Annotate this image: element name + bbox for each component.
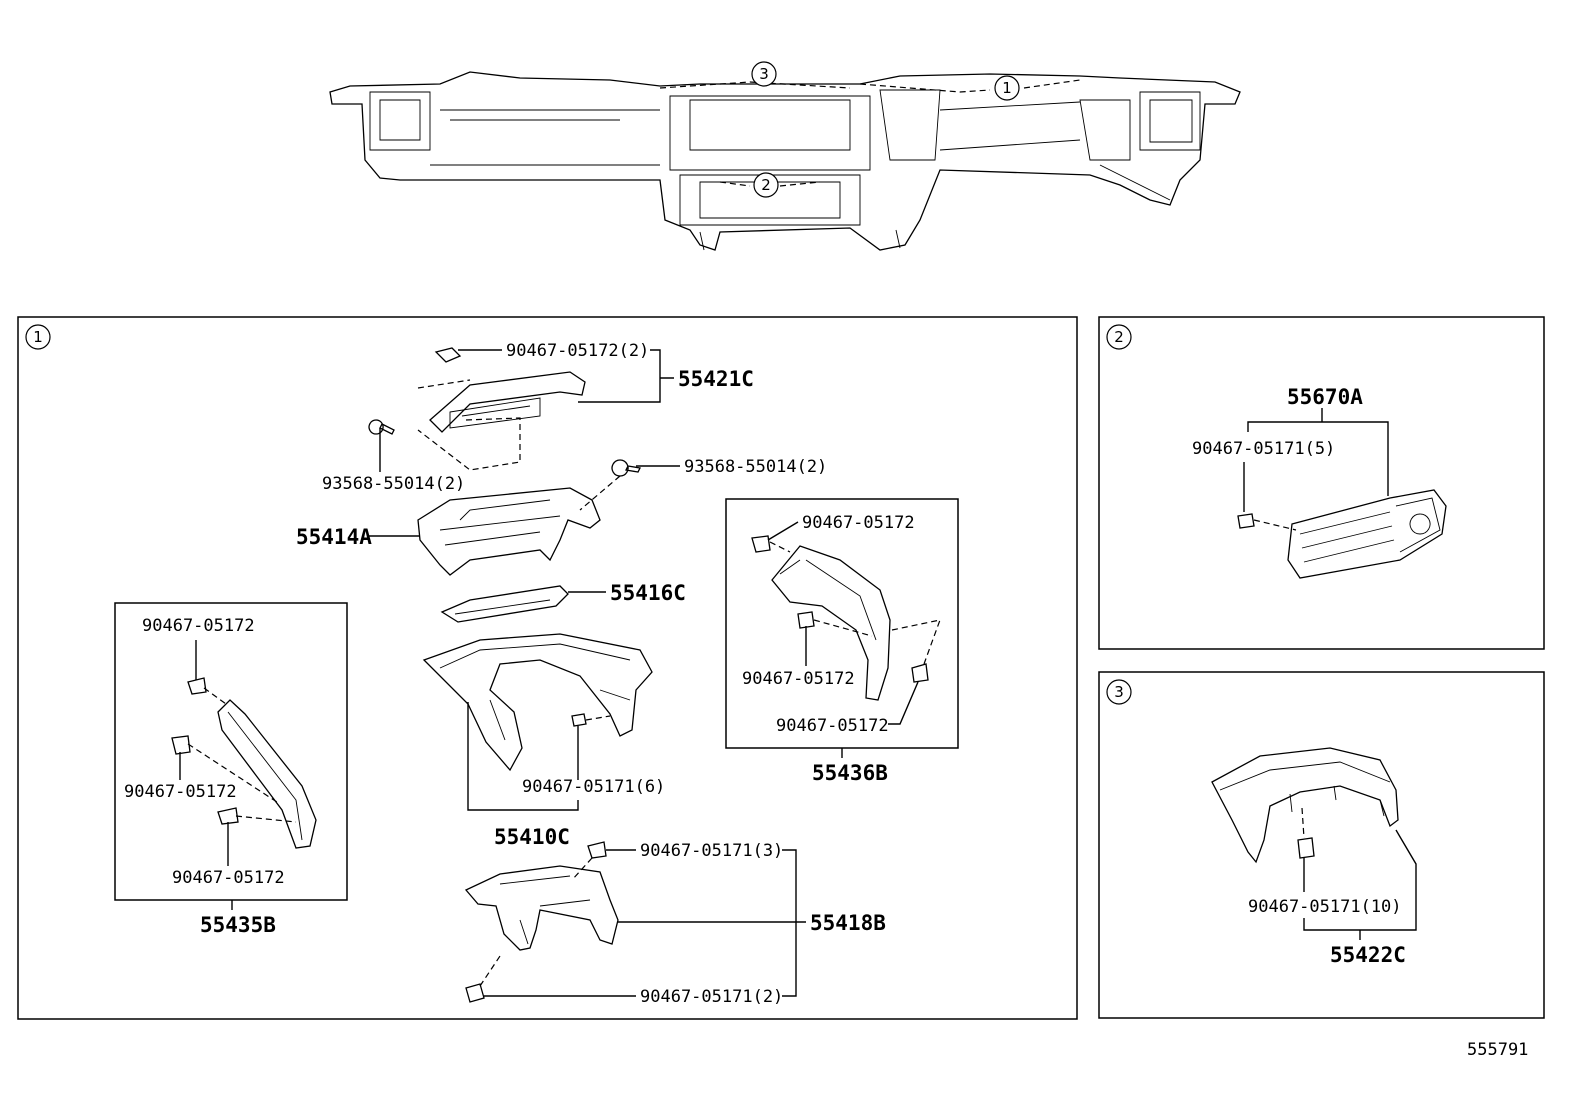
part-55422c-illustration <box>1211 747 1399 864</box>
svg-text:1: 1 <box>33 328 43 346</box>
label-55435b-clip-top: 90467-05172 <box>142 616 255 636</box>
leader-55421c <box>578 349 674 403</box>
section-1-callout: 1 <box>25 324 51 350</box>
label-screw-right: 93568-55014(2) <box>684 457 827 477</box>
label-55435b-clip-mid: 90467-05172 <box>124 782 237 802</box>
clip-55421c-icon <box>434 347 462 363</box>
label-55436b-clip-mid: 90467-05172 <box>742 669 855 689</box>
svg-text:1: 1 <box>1002 79 1012 97</box>
label-55414a: 55414A <box>296 525 372 549</box>
label-screw-left: 93568-55014(2) <box>322 474 465 494</box>
screw-55414a-icon <box>611 459 641 477</box>
leader-55670a <box>1247 408 1389 496</box>
clip-55418b-bot-icon <box>465 983 485 1003</box>
label-55422c-clip: 90467-05171(10) <box>1248 897 1402 917</box>
part-55435b-illustration <box>171 677 317 849</box>
clip-55436b-top-icon <box>751 535 771 553</box>
part-55435b-frame <box>114 602 348 901</box>
label-55670a: 55670A <box>1287 385 1363 409</box>
part-55418b-illustration <box>464 841 619 1003</box>
instrument-panel-overview <box>329 71 1241 251</box>
svg-text:2: 2 <box>1114 328 1124 346</box>
overview-callout-1: 1 <box>994 75 1020 101</box>
label-55435b: 55435B <box>200 913 276 937</box>
overview-callout-2: 2 <box>753 172 779 198</box>
label-55410c-clip: 90467-05171(6) <box>522 777 665 797</box>
clip-55422c-icon <box>1297 837 1315 859</box>
section-2-callout: 2 <box>1106 324 1132 350</box>
clip-55435b-mid-icon <box>171 735 191 755</box>
label-55410c: 55410C <box>494 825 570 849</box>
section-2-frame <box>1098 316 1545 650</box>
label-55436b-clip-top: 90467-05172 <box>802 513 915 533</box>
label-55436b: 55436B <box>812 761 888 785</box>
clip-55436b-bot-icon <box>911 663 929 683</box>
label-55436b-clip-bot: 90467-05172 <box>776 716 889 736</box>
part-55416c-illustration <box>440 585 569 623</box>
clip-55410c-icon <box>571 713 587 727</box>
part-55410c-illustration <box>422 633 653 772</box>
section-1-frame <box>17 316 1078 1020</box>
label-55670a-clip: 90467-05171(5) <box>1192 439 1335 459</box>
illustration-number: 555791 <box>1467 1040 1528 1060</box>
part-55414a-illustration <box>417 459 641 576</box>
section-3-callout: 3 <box>1106 679 1132 705</box>
label-55418b-clip-bot: 90467-05171(2) <box>640 987 783 1007</box>
label-55418b: 55418B <box>810 911 886 935</box>
screw-55421c-icon <box>368 419 395 435</box>
part-55436b-illustration <box>751 535 941 701</box>
leader-55436b-clip-bot <box>888 681 919 725</box>
clip-55436b-mid-icon <box>797 611 815 629</box>
svg-text:3: 3 <box>1114 683 1124 701</box>
svg-text:2: 2 <box>761 176 771 194</box>
leader-55436b-clip-top <box>767 521 799 541</box>
svg-text:3: 3 <box>759 65 769 83</box>
leader-55410c <box>467 702 579 811</box>
clip-55418b-top-icon <box>587 841 607 859</box>
part-55670a-illustration <box>1237 489 1447 579</box>
label-55422c: 55422C <box>1330 943 1406 967</box>
section-3-frame <box>1098 671 1545 1019</box>
label-55421c-clip: 90467-05172(2) <box>506 341 649 361</box>
label-55435b-clip-bot: 90467-05172 <box>172 868 285 888</box>
part-55421c-illustration <box>368 347 586 471</box>
label-55418b-clip-top: 90467-05171(3) <box>640 841 783 861</box>
clip-55670a-icon <box>1237 513 1255 529</box>
leader-55422c <box>1303 829 1417 940</box>
label-55416c: 55416C <box>610 581 686 605</box>
label-55421c: 55421C <box>678 367 754 391</box>
leader-55418b <box>618 849 806 997</box>
clip-55435b-top-icon <box>187 677 207 695</box>
clip-55435b-bot-icon <box>217 807 239 825</box>
overview-callout-3: 3 <box>751 61 777 87</box>
